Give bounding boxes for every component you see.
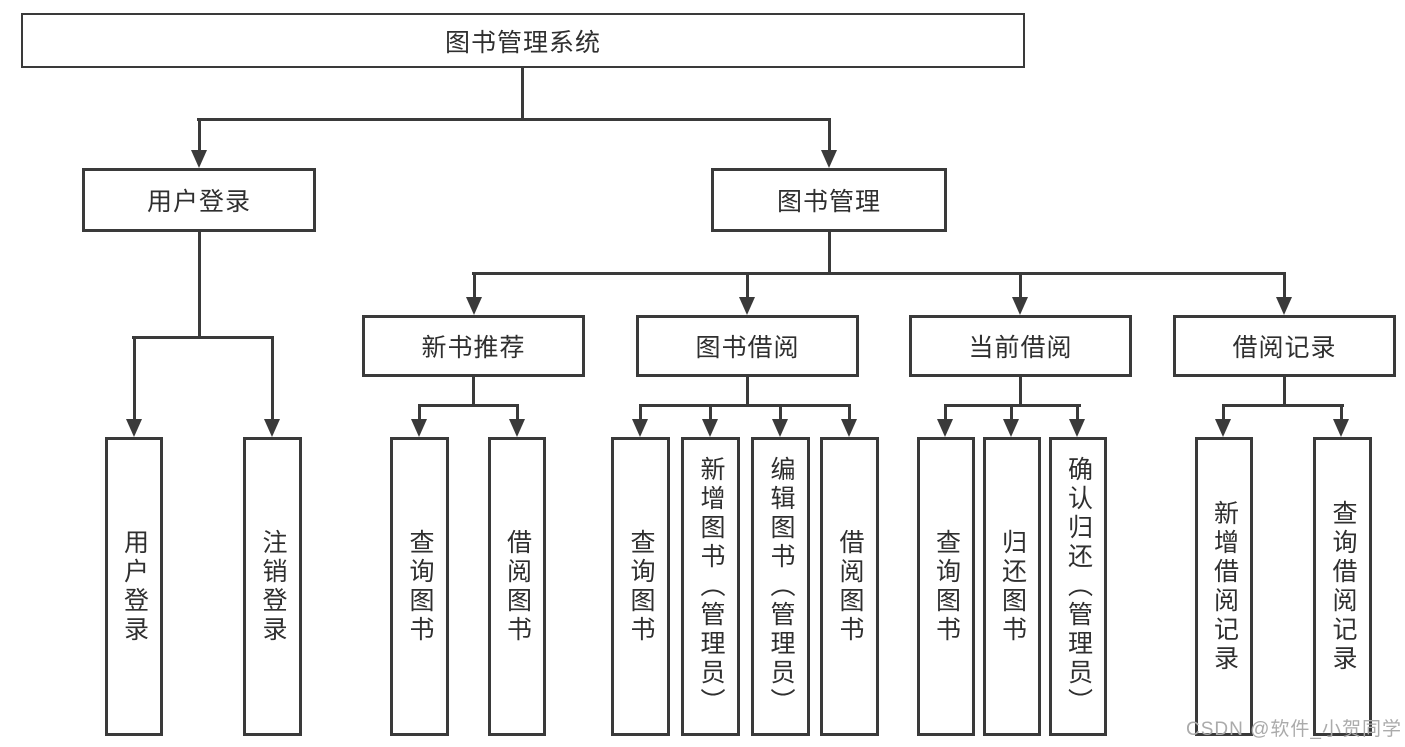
connector-borrowing-records-rail [1222, 404, 1344, 407]
connector-new-book-rail [418, 404, 519, 407]
node-current-borrowing: 当前借阅 [909, 315, 1132, 377]
node-borrowing-records: 借阅记录 [1173, 315, 1396, 377]
connector-drop-new-book [473, 272, 476, 299]
leaf-query-books-current: 查询图书 [917, 437, 975, 736]
leaf-logout-login: 注销登录 [243, 437, 302, 736]
connector-drop-book-borrowing [746, 272, 749, 299]
connector-root-stem [521, 66, 524, 120]
connector-drop [516, 404, 519, 421]
arrow-down-icon [821, 150, 837, 168]
connector-drop [709, 404, 712, 421]
arrow-down-icon [1276, 297, 1292, 315]
connector-current-borrowing-stem [1019, 377, 1022, 407]
leaf-confirm-return-admin: 确认归还（管理员） [1049, 437, 1107, 736]
connector-user-login-rail [132, 336, 274, 339]
connector-drop-leaf-user-login [133, 336, 136, 420]
connector-book-borrowing-rail [639, 404, 851, 407]
connector-drop [639, 404, 642, 421]
leaf-user-login: 用户登录 [105, 437, 163, 736]
arrow-down-icon [702, 419, 718, 437]
connector-drop [1076, 404, 1079, 421]
arrow-down-icon [772, 419, 788, 437]
connector-drop [848, 404, 851, 421]
node-user-login: 用户登录 [82, 168, 316, 232]
arrow-down-icon [1069, 419, 1085, 437]
arrow-down-icon [1003, 419, 1019, 437]
leaf-query-borrow-record: 查询借阅记录 [1313, 437, 1372, 736]
connector-drop [1222, 404, 1225, 421]
arrow-down-icon [126, 419, 142, 437]
connector-drop [1010, 404, 1013, 421]
leaf-add-borrow-record: 新增借阅记录 [1195, 437, 1253, 736]
connector-drop-book-management [828, 118, 831, 152]
leaf-borrow-books-recommend: 借阅图书 [488, 437, 546, 736]
connector-drop-borrowing-records [1283, 272, 1286, 299]
arrow-down-icon [1215, 419, 1231, 437]
node-book-borrowing: 图书借阅 [636, 315, 859, 377]
leaf-add-book-admin: 新增图书（管理员） [681, 437, 740, 736]
connector-book-borrowing-stem [746, 377, 749, 407]
csdn-watermark: CSDN @软件_小贺同学 [1186, 719, 1402, 740]
node-new-book-recommend: 新书推荐 [362, 315, 585, 377]
arrow-down-icon [632, 419, 648, 437]
connector-drop [1340, 404, 1343, 421]
arrow-down-icon [739, 297, 755, 315]
arrow-down-icon [411, 419, 427, 437]
leaf-query-books-borrowing: 查询图书 [611, 437, 670, 736]
connector-level2-rail [197, 118, 831, 121]
connector-drop [944, 404, 947, 421]
connector-drop-user-login [198, 118, 201, 152]
arrow-down-icon [1012, 297, 1028, 315]
connector-book-management-stem [828, 232, 831, 275]
arrow-down-icon [937, 419, 953, 437]
leaf-borrow-books-borrowing: 借阅图书 [820, 437, 879, 736]
leaf-edit-book-admin: 编辑图书（管理员） [751, 437, 810, 736]
node-book-management: 图书管理 [711, 168, 947, 232]
arrow-down-icon [264, 419, 280, 437]
arrow-down-icon [841, 419, 857, 437]
connector-drop-current-borrowing [1019, 272, 1022, 299]
connector-user-login-stem [198, 232, 201, 339]
node-library-system: 图书管理系统 [21, 13, 1025, 68]
arrow-down-icon [466, 297, 482, 315]
connector-borrowing-records-stem [1283, 377, 1286, 407]
leaf-return-book: 归还图书 [983, 437, 1041, 736]
connector-drop-leaf-logout [271, 336, 274, 420]
arrow-down-icon [191, 150, 207, 168]
connector-drop [779, 404, 782, 421]
connector-level3-rail [472, 272, 1286, 275]
arrow-down-icon [509, 419, 525, 437]
connector-new-book-stem [472, 377, 475, 407]
arrow-down-icon [1333, 419, 1349, 437]
leaf-query-books-recommend: 查询图书 [390, 437, 449, 736]
connector-drop [418, 404, 421, 421]
